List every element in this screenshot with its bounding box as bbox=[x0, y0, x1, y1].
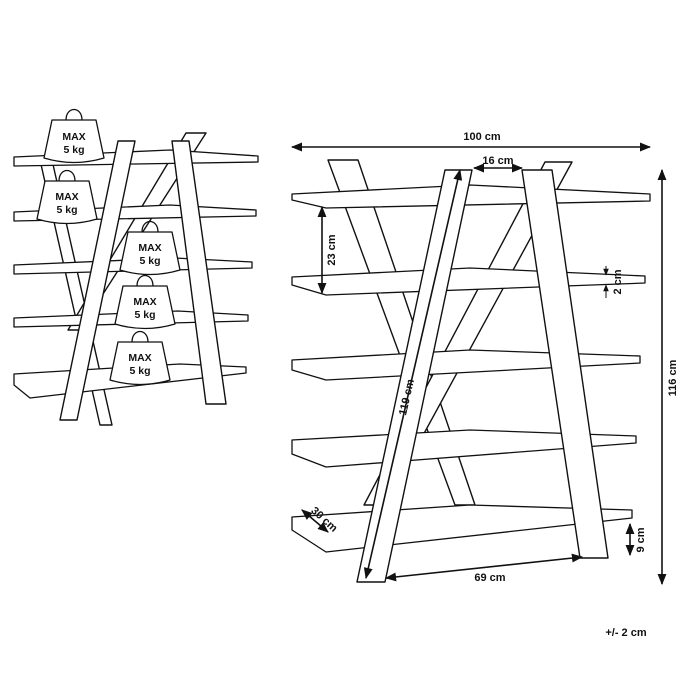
leg-length-dimension-line bbox=[363, 168, 463, 580]
weight-label-max: MAX bbox=[55, 191, 78, 203]
depth-dimension-line bbox=[301, 509, 329, 533]
width-label: 100 cm bbox=[463, 131, 501, 143]
weight-4: MAX 5 kg bbox=[114, 274, 176, 330]
weight-5: MAX 5 kg bbox=[109, 330, 171, 386]
thickness-label: 2 cm bbox=[612, 269, 624, 294]
bottom-spread-label: 69 cm bbox=[474, 572, 505, 584]
weight-label-kg: 5 kg bbox=[56, 204, 77, 216]
weight-1: MAX 5 kg bbox=[43, 108, 105, 164]
front-leg-left bbox=[59, 140, 136, 421]
shelf-3 bbox=[291, 349, 641, 381]
shelf-2 bbox=[291, 267, 646, 296]
weight-label-max: MAX bbox=[138, 242, 161, 254]
weight-label-kg: 5 kg bbox=[63, 144, 84, 156]
weight-label-kg: 5 kg bbox=[134, 309, 155, 321]
handle-icon bbox=[65, 108, 83, 121]
front-leg-right bbox=[521, 169, 609, 559]
front-leg-right bbox=[171, 140, 227, 405]
tolerance-note: +/- 2 cm bbox=[605, 627, 646, 639]
height-label: 116 cm bbox=[667, 359, 679, 396]
dimension-drawing: 100 cm 16 cm 23 cm 2 cm 116 cm 119 cm 30… bbox=[290, 131, 679, 639]
handle-icon bbox=[136, 274, 154, 287]
handle-icon bbox=[131, 330, 149, 343]
weight-label-max: MAX bbox=[62, 131, 85, 143]
handle-icon bbox=[141, 220, 159, 233]
weight-label-kg: 5 kg bbox=[129, 365, 150, 377]
top-spread-label: 16 cm bbox=[482, 155, 513, 167]
clearance-label: 9 cm bbox=[635, 527, 647, 552]
shelf-spacing-label: 23 cm bbox=[326, 234, 338, 265]
weight-3: MAX 5 kg bbox=[119, 220, 181, 276]
weight-label-max: MAX bbox=[128, 352, 151, 364]
handle-icon bbox=[58, 169, 76, 182]
bottom-spread-dimension-line bbox=[384, 553, 584, 582]
weight-2: MAX 5 kg bbox=[36, 169, 98, 225]
weight-label-max: MAX bbox=[133, 296, 156, 308]
load-capacity-illustration: MAX 5 kg MAX 5 kg MAX 5 kg MAX 5 kg MAX … bbox=[13, 108, 259, 426]
weight-label-kg: 5 kg bbox=[139, 255, 160, 267]
